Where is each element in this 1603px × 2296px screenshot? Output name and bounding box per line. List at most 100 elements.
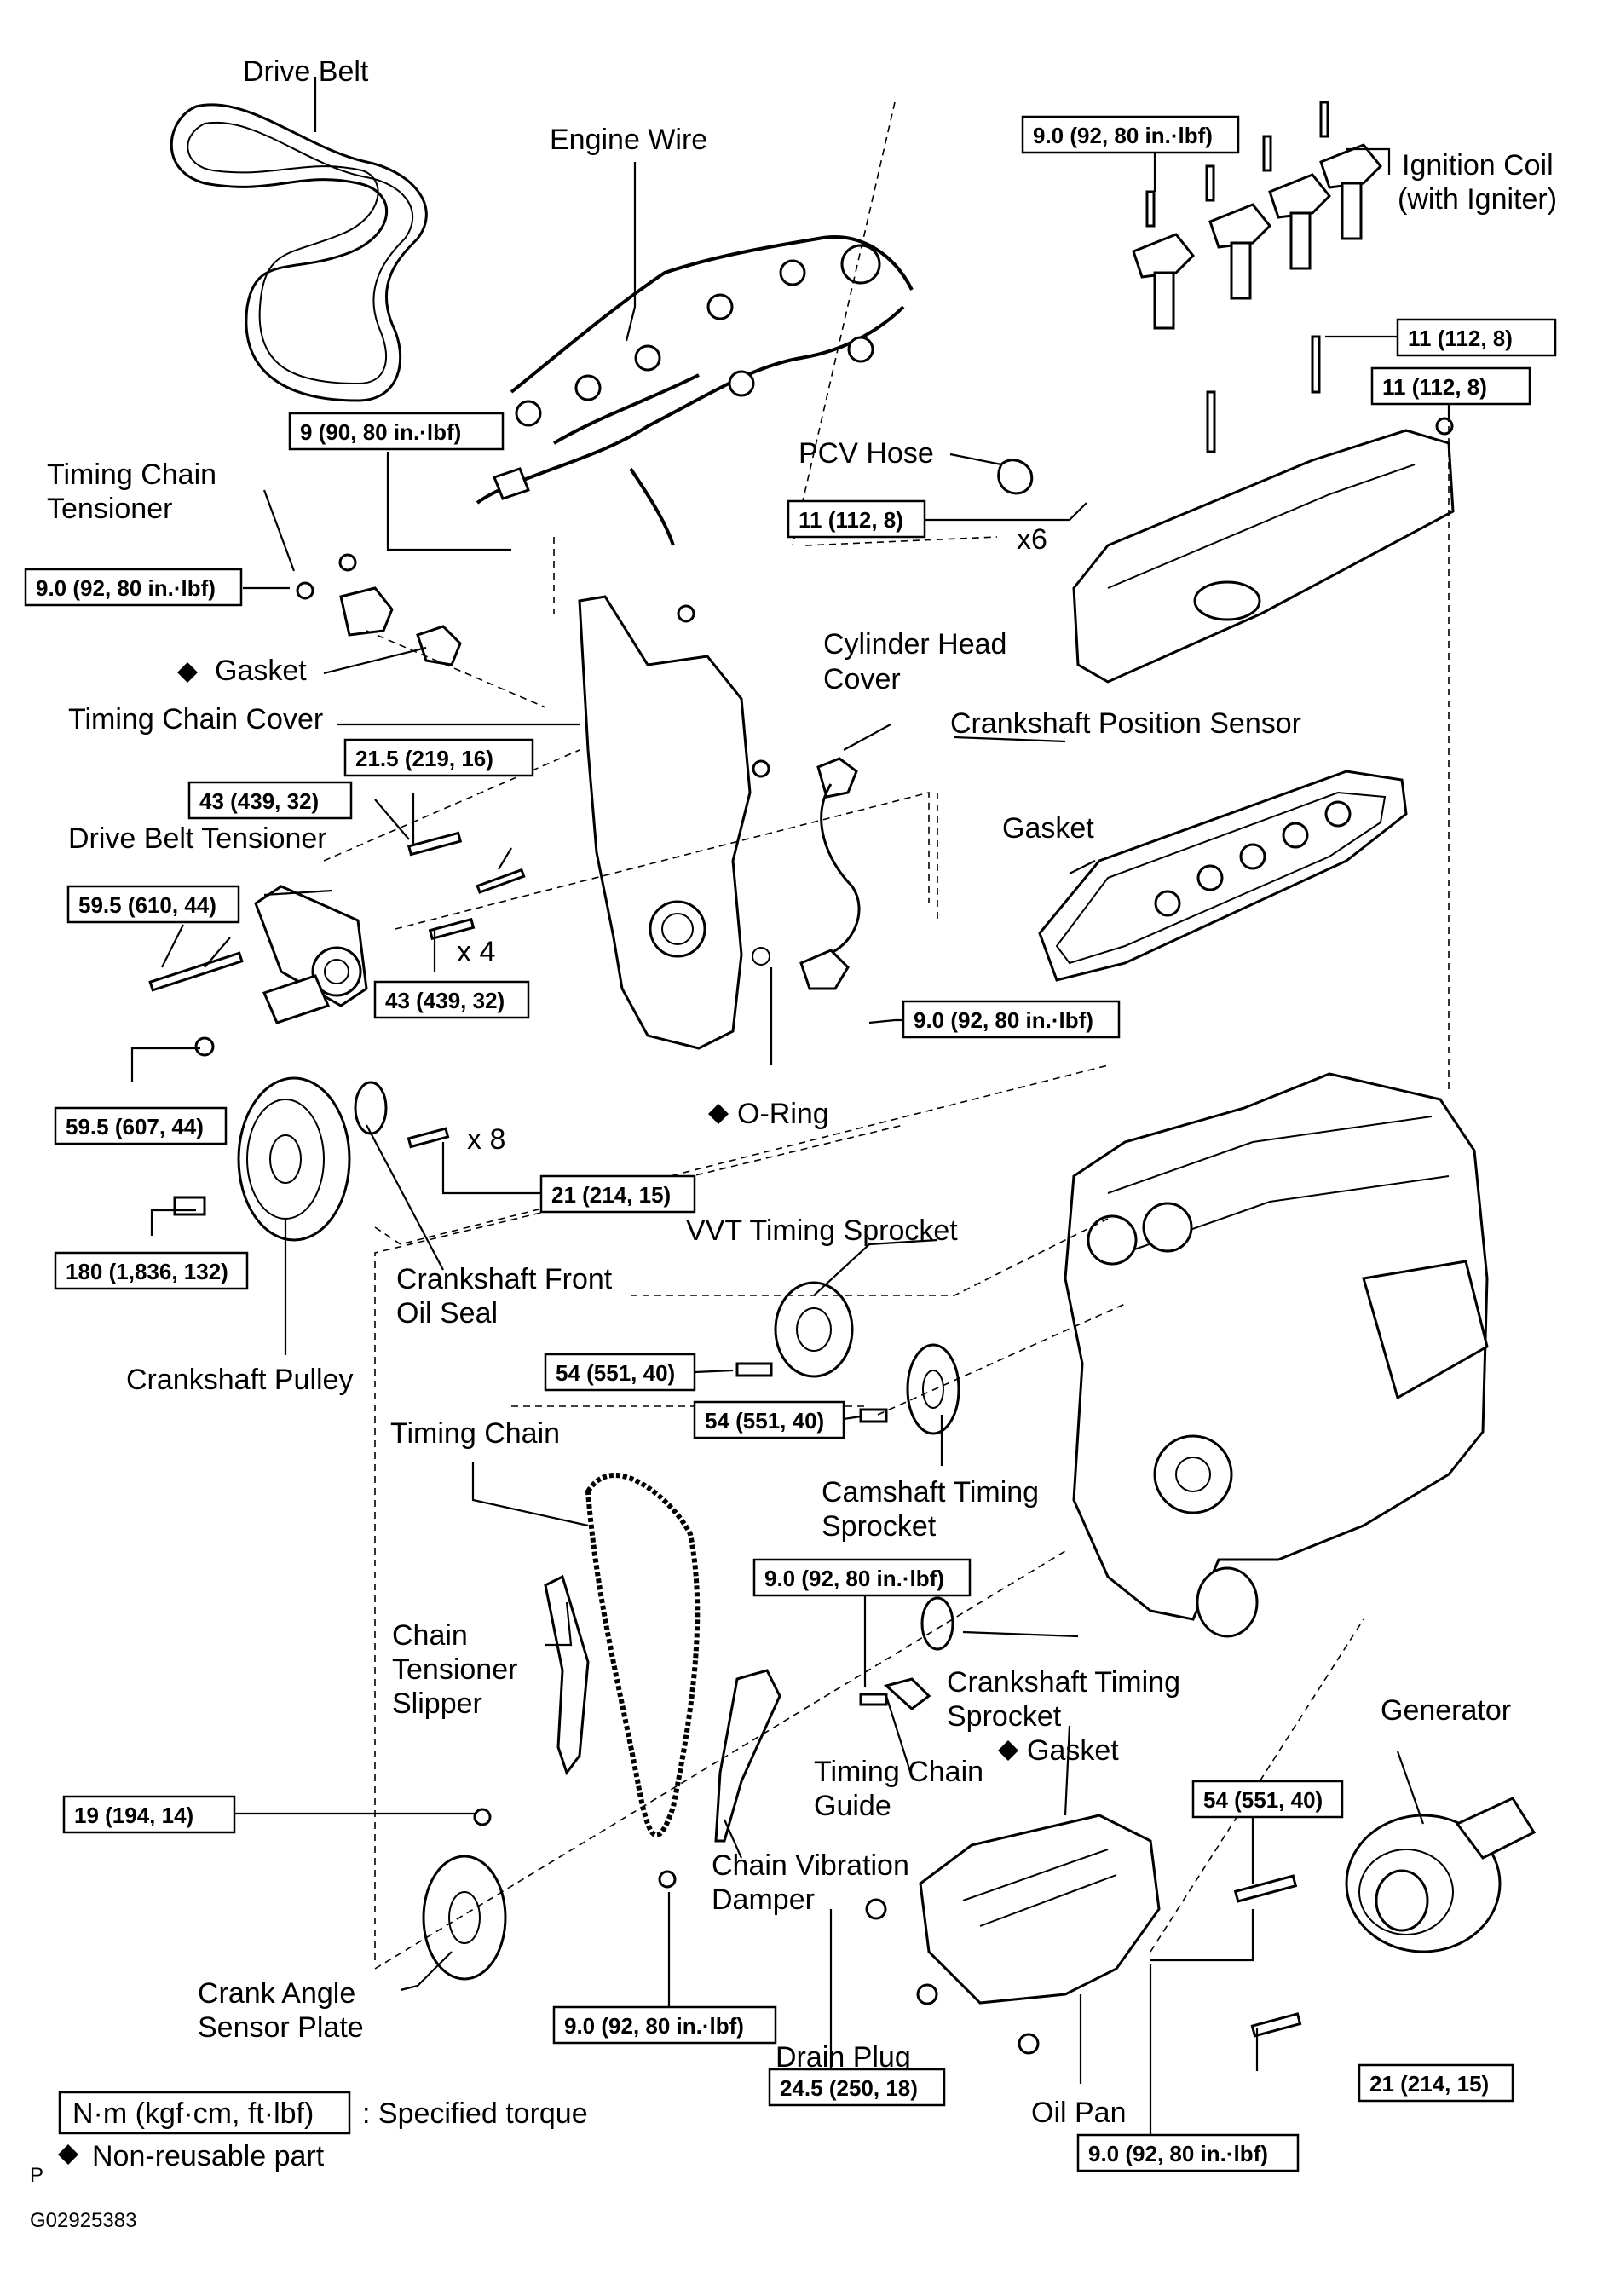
label-chain-tensioner-slipper-2: Tensioner	[392, 1653, 517, 1686]
torque-value: 11 (112, 8)	[1382, 374, 1487, 400]
guide-part	[883, 1677, 931, 1710]
torque-box: 9.0 (92, 80 in.·lbf)	[752, 1558, 972, 1597]
label-crank-angle-sensor-plate-2: Sensor Plate	[198, 2011, 364, 2044]
torque-value: 21 (214, 15)	[1369, 2071, 1489, 2097]
label-chain-tensioner-slipper-3: Slipper	[392, 1687, 482, 1720]
label-x4: x 4	[457, 936, 495, 968]
torque-box: 54 (551, 40)	[1191, 1780, 1344, 1819]
torque-value: 54 (551, 40)	[1203, 1787, 1323, 1813]
label-chain-tensioner-slipper-1: Chain	[392, 1619, 468, 1652]
torque-box: 11 (112, 8)	[787, 499, 926, 539]
torque-value: 9.0 (92, 80 in.·lbf)	[564, 2013, 744, 2039]
engine-block-part	[1064, 1072, 1489, 1638]
torque-value: 9.0 (92, 80 in.·lbf)	[764, 1566, 944, 1591]
label-crankshaft-position-sensor: Crankshaft Position Sensor	[950, 707, 1301, 740]
bolt-damper-part	[658, 1870, 677, 1889]
torque-box: 24.5 (250, 18)	[768, 2068, 946, 2107]
label-cylinder-head-cover-2: Cover	[823, 663, 901, 695]
generator-part	[1233, 1797, 1537, 2038]
label-camshaft-timing-sprocket-2: Sprocket	[822, 1510, 937, 1543]
timing-chain-part	[585, 1473, 701, 1838]
legend-p-mark: P	[30, 2164, 43, 2187]
crank-sprocket-part	[920, 1596, 954, 1651]
torque-value: 54 (551, 40)	[705, 1408, 824, 1434]
damper-part	[714, 1669, 781, 1843]
bolt-x8-part	[407, 1127, 450, 1149]
label-gasket-3: Gasket	[1027, 1734, 1119, 1767]
legend-unit-box	[58, 2091, 351, 2135]
torque-value: 59.5 (610, 44)	[78, 892, 216, 918]
label-engine-wire: Engine Wire	[550, 124, 707, 156]
label-generator: Generator	[1381, 1694, 1511, 1727]
torque-box: 9.0 (92, 80 in.·lbf)	[1021, 115, 1240, 154]
torque-box: 21 (214, 15)	[539, 1174, 696, 1214]
label-crankshaft-front-oil-seal-2: Oil Seal	[396, 1297, 498, 1330]
figure-code: G02925383	[30, 2209, 136, 2232]
slipper-part	[544, 1574, 590, 1776]
label-cylinder-head-cover-1: Cylinder Head	[823, 628, 1006, 661]
torque-value: 21.5 (219, 16)	[355, 746, 493, 771]
label-camshaft-timing-sprocket-1: Camshaft Timing	[822, 1476, 1039, 1509]
torque-box: 11 (112, 8)	[1396, 318, 1557, 357]
label-gasket-1: Gasket	[215, 655, 307, 687]
label-timing-chain-guide-2: Guide	[814, 1790, 891, 1822]
torque-value: 59.5 (607, 44)	[66, 1114, 204, 1139]
label-drive-belt: Drive Belt	[243, 55, 369, 88]
torque-box: 9.0 (92, 80 in.·lbf)	[552, 2005, 777, 2045]
leader-lines	[130, 77, 1450, 2135]
label-crankshaft-pulley: Crankshaft Pulley	[126, 1364, 353, 1396]
engine-wire-part	[476, 235, 914, 546]
label-timing-chain-tensioner-1: Timing Chain	[47, 459, 216, 491]
label-crankshaft-timing-sprocket-2: Sprocket	[947, 1700, 1062, 1733]
oil-seal-part	[354, 1081, 388, 1135]
torque-callouts: 9.0 (92, 80 in.·lbf) 11 (112, 8) 11 (112…	[24, 115, 1557, 2172]
torque-value: 43 (439, 32)	[199, 788, 319, 814]
label-gasket-2: Gasket	[1002, 812, 1094, 845]
torque-box: 21 (214, 15)	[1358, 2063, 1514, 2103]
assembly-dashed-lines	[323, 101, 1450, 1970]
diamond-icon	[708, 1104, 729, 1124]
label-drain-plug: Drain Plug	[776, 2041, 911, 2074]
label-timing-chain: Timing Chain	[390, 1417, 560, 1450]
torque-value: 9.0 (92, 80 in.·lbf)	[36, 575, 216, 601]
torque-box: 11 (112, 8)	[1370, 366, 1531, 406]
torque-value: 54 (551, 40)	[556, 1360, 675, 1386]
non-reusable-markers	[177, 662, 1018, 1761]
label-timing-chain-guide-1: Timing Chain	[814, 1756, 983, 1788]
ignition-coils-part	[1132, 101, 1383, 330]
cylinder-head-cover-part	[1072, 335, 1455, 684]
torque-value: 180 (1,836, 132)	[66, 1259, 228, 1284]
label-chain-vibration-damper-1: Chain Vibration	[712, 1849, 909, 1882]
torque-value: 9.0 (92, 80 in.·lbf)	[1033, 123, 1213, 148]
legend: N·m (kgf·cm, ft·lbf) : Specified torque …	[30, 2091, 588, 2232]
bolt-guide-part	[859, 1693, 888, 1706]
oil-pan-part	[865, 1814, 1161, 2055]
torque-value: 21 (214, 15)	[551, 1182, 671, 1208]
label-chain-vibration-damper-2: Damper	[712, 1884, 815, 1916]
torque-value: 11 (112, 8)	[1408, 326, 1513, 351]
torque-value: 19 (194, 14)	[74, 1803, 193, 1828]
diamond-icon	[177, 662, 198, 683]
torque-box: 21.5 (219, 16)	[343, 738, 534, 777]
torque-value: 11 (112, 8)	[799, 507, 903, 533]
bolt-19-part	[473, 1808, 492, 1826]
label-timing-chain-tensioner-2: Tensioner	[47, 493, 172, 525]
camshaft-sprocket-part	[859, 1343, 960, 1435]
diamond-icon	[58, 2144, 78, 2165]
legend-non-reusable-label: Non-reusable part	[92, 2140, 325, 2172]
bolt-43-part	[407, 831, 463, 857]
torque-value: 43 (439, 32)	[385, 988, 505, 1013]
torque-box: 59.5 (610, 44)	[66, 885, 240, 924]
label-crank-angle-sensor-plate-1: Crank Angle	[198, 1977, 355, 2010]
label-crankshaft-front-oil-seal-1: Crankshaft Front	[396, 1263, 613, 1295]
label-drive-belt-tensioner: Drive Belt Tensioner	[68, 822, 327, 855]
timing-chain-tensioner-part	[296, 553, 462, 666]
label-vvt-timing-sprocket: VVT Timing Sprocket	[686, 1214, 958, 1247]
label-o-ring: O-Ring	[737, 1098, 829, 1130]
diamond-icon	[998, 1740, 1018, 1761]
label-ignition-coil-1: Ignition Coil	[1402, 149, 1554, 182]
torque-box: 43 (439, 32)	[373, 980, 530, 1019]
pcv-hose-part	[997, 459, 1034, 495]
torque-value: 24.5 (250, 18)	[780, 2075, 918, 2101]
